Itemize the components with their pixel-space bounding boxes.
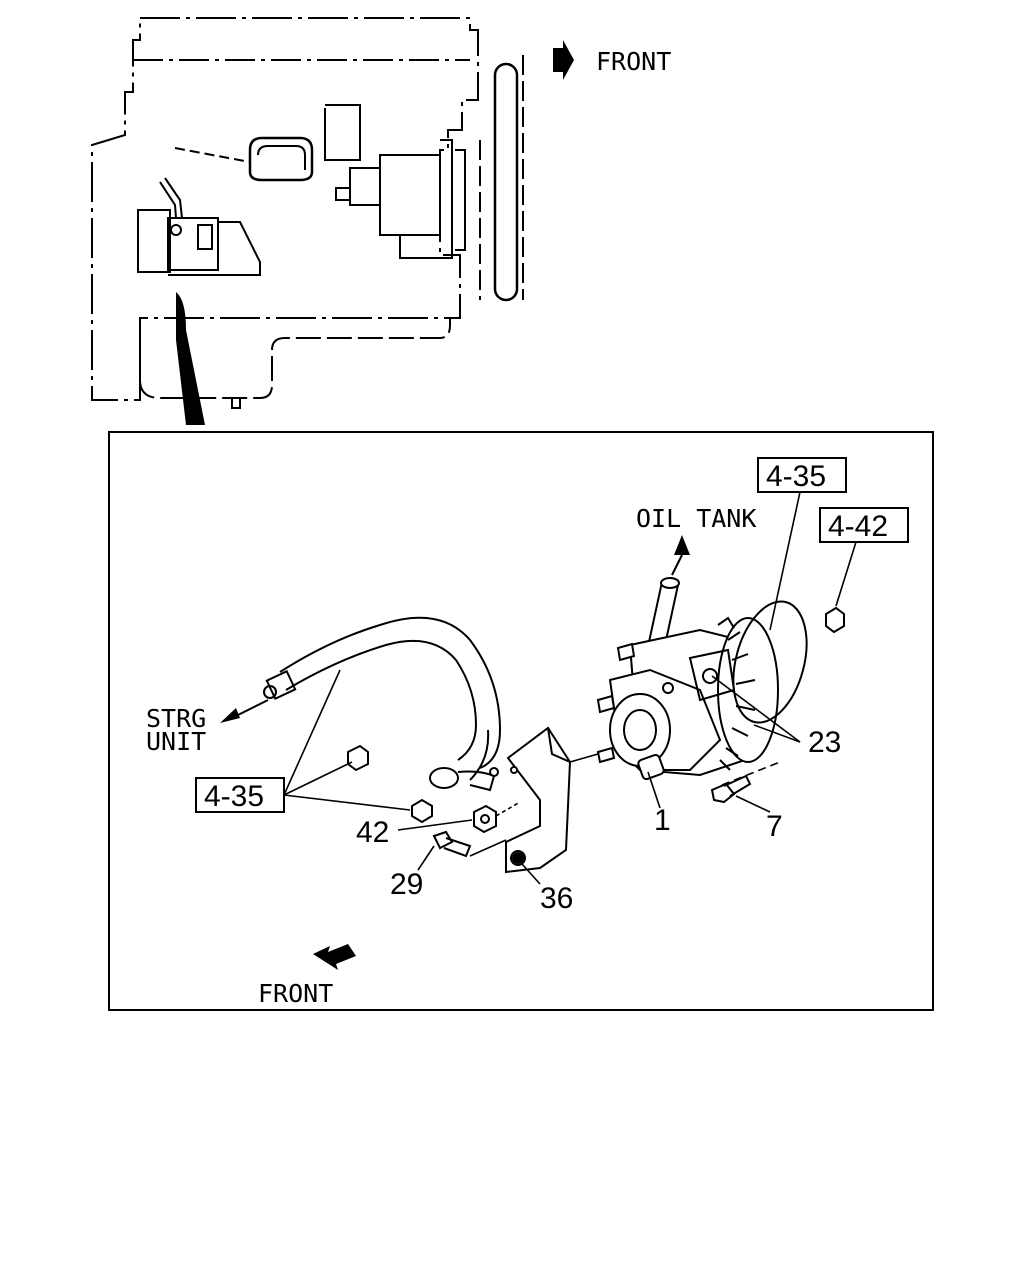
oil-tank-label: OIL TANK — [636, 504, 756, 533]
strg-label-line2: UNIT — [146, 727, 206, 756]
ref-box-upper-435: 4-35 — [757, 457, 847, 493]
strg-unit-indicator: STRG UNIT — [146, 699, 269, 756]
o-ring — [732, 600, 808, 724]
strg-label-line1: STRG — [146, 704, 206, 733]
fasteners — [347, 606, 845, 864]
bottom-front-indicator: FRONT — [258, 944, 356, 1008]
engine-overview — [91, 17, 524, 409]
callout-42: 42 — [356, 816, 389, 849]
arrow-up-icon — [674, 535, 690, 555]
leader-lines — [283, 491, 857, 885]
power-steering-pump — [596, 577, 808, 781]
detail-leader-wedge — [176, 292, 205, 425]
ref-box-lower-435: 4-35 — [195, 777, 285, 813]
ref-label-442: 4-42 — [828, 510, 888, 543]
oil-tank-indicator: OIL TANK — [636, 504, 756, 576]
callout-29: 29 — [390, 868, 423, 901]
ref-label-lower-435: 4-35 — [204, 780, 264, 813]
mounting-bracket — [505, 726, 572, 874]
ref-label-upper-435: 4-35 — [766, 460, 826, 493]
detail-frame — [108, 431, 934, 1011]
callout-36: 36 — [540, 882, 573, 915]
bottom-front-label: FRONT — [258, 979, 333, 1008]
front-arrow-down-left-icon — [313, 944, 356, 970]
drive-gear — [717, 616, 779, 771]
arrow-left-icon — [220, 708, 240, 723]
front-arrow-icon — [553, 40, 574, 80]
return-hose — [263, 616, 502, 792]
callout-1: 1 — [654, 804, 671, 837]
top-front-indicator: FRONT — [553, 40, 671, 80]
callout-23: 23 — [808, 726, 841, 759]
top-front-label: FRONT — [596, 47, 671, 76]
ref-box-442: 4-42 — [819, 507, 909, 543]
callout-7: 7 — [766, 810, 783, 843]
